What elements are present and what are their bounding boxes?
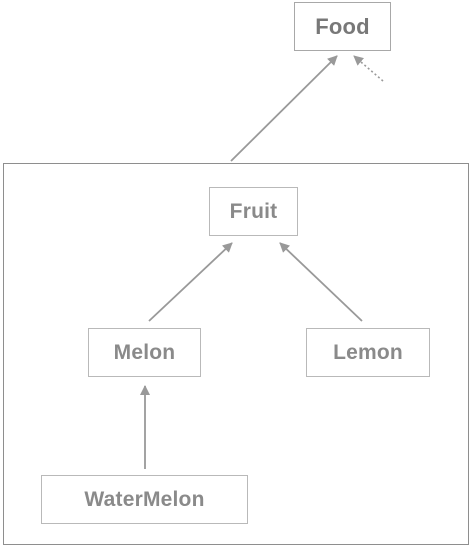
edge-melon-to-fruit xyxy=(148,242,233,322)
node-fruit-label: Fruit xyxy=(229,199,278,223)
edge-lemon-to-fruit xyxy=(279,242,363,322)
edge-dotted-to-food xyxy=(353,55,384,82)
node-melon: Melon xyxy=(88,328,201,377)
node-watermelon: WaterMelon xyxy=(41,475,248,524)
edge-container-to-food xyxy=(230,55,338,162)
node-food: Food xyxy=(294,2,391,51)
node-lemon-label: Lemon xyxy=(333,340,403,364)
node-melon-label: Melon xyxy=(113,340,176,364)
fruit-group-container xyxy=(3,163,469,545)
node-watermelon-label: WaterMelon xyxy=(84,487,205,511)
node-fruit: Fruit xyxy=(209,187,298,236)
node-lemon: Lemon xyxy=(306,328,430,377)
node-food-label: Food xyxy=(315,13,370,39)
